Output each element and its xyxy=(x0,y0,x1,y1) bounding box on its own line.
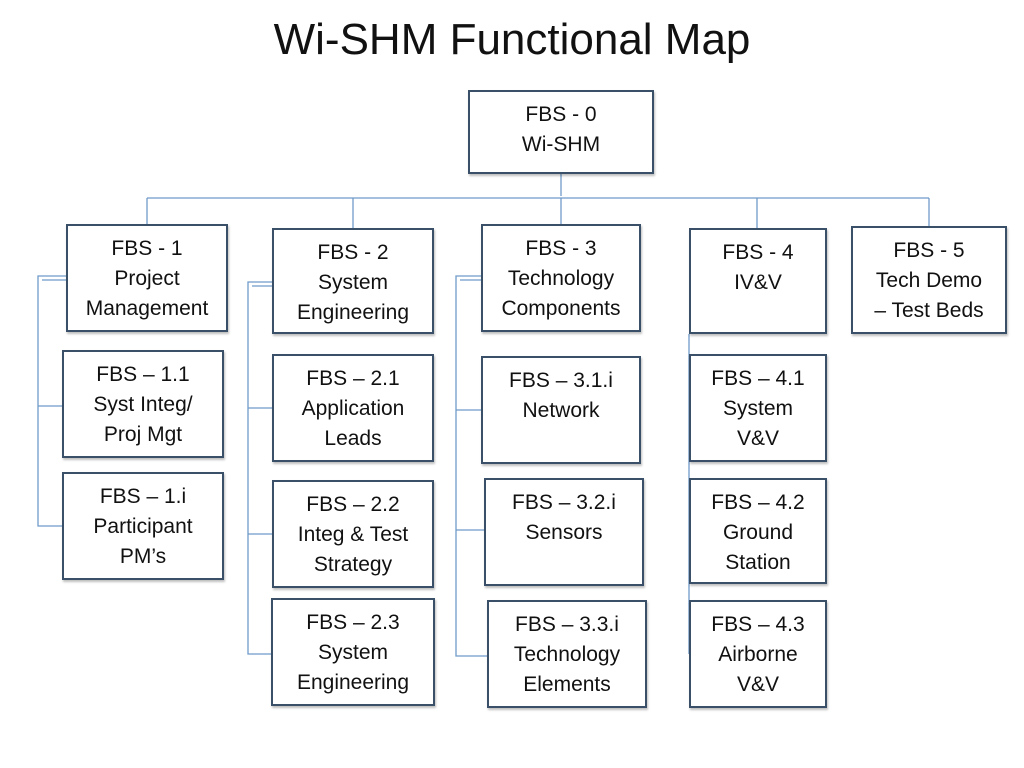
node-line: System xyxy=(722,397,793,420)
node-line: FBS - 0 xyxy=(525,103,597,126)
node-line: FBS – 2.3 xyxy=(306,611,400,634)
node-line: FBS – 3.2.i xyxy=(512,491,616,514)
node-line: Engineering xyxy=(296,671,410,694)
node-line: Leads xyxy=(324,427,382,450)
node-line: V&V xyxy=(736,673,780,696)
node-fbs-4-3-airborne-vv: FBS – 4.3 Airborne V&V xyxy=(689,600,827,708)
node-line: System xyxy=(317,271,388,294)
node-line: Integ & Test xyxy=(297,523,409,546)
node-line: Elements xyxy=(523,673,611,696)
node-fbs-3-1-network: FBS – 3.1.i Network xyxy=(481,356,641,464)
node-line: Airborne xyxy=(718,643,798,666)
node-fbs-2-2-integ-test-strategy: FBS – 2.2 Integ & Test Strategy xyxy=(272,480,434,588)
node-fbs-1-i-participant: FBS – 1.i Participant PM’s xyxy=(62,472,224,580)
node-fbs-1-1-syst-integ: FBS – 1.1 Syst Integ/ Proj Mgt xyxy=(62,350,224,458)
node-line: FBS – 4.1 xyxy=(711,367,805,390)
node-line: FBS – 3.1.i xyxy=(509,369,613,392)
node-line: FBS – 4.3 xyxy=(711,613,805,636)
node-line: Wi-SHM xyxy=(521,133,601,156)
node-fbs-3-3-technology-elements: FBS – 3.3.i Technology Elements xyxy=(487,600,647,708)
node-line: Participant xyxy=(93,515,193,538)
node-line: Network xyxy=(522,399,600,422)
node-line: V&V xyxy=(736,427,780,450)
node-line: FBS – 2.2 xyxy=(306,493,400,516)
node-line: PM’s xyxy=(119,545,167,568)
node-line: Components xyxy=(501,297,621,320)
node-line: FBS – 4.2 xyxy=(711,491,805,514)
node-fbs-2-1-application-leads: FBS – 2.1 Application Leads xyxy=(272,354,434,462)
node-fbs-3-2-sensors: FBS – 3.2.i Sensors xyxy=(484,478,644,586)
node-line: FBS - 1 xyxy=(111,237,183,260)
node-line: FBS – 3.3.i xyxy=(515,613,619,636)
node-line: FBS - 2 xyxy=(317,241,389,264)
node-fbs-2-3-system-engineering: FBS – 2.3 System Engineering xyxy=(271,598,435,706)
node-line: FBS - 5 xyxy=(893,239,965,262)
node-fbs-4-2-ground-station: FBS – 4.2 Ground Station xyxy=(689,478,827,584)
node-line: – Test Beds xyxy=(874,299,984,322)
node-line: Tech Demo xyxy=(875,269,983,292)
node-line: Sensors xyxy=(525,521,603,544)
node-line: Strategy xyxy=(313,553,393,576)
node-line: Engineering xyxy=(296,301,410,324)
node-line: FBS – 1.i xyxy=(99,485,187,508)
node-line: FBS – 1.1 xyxy=(96,363,190,386)
node-line: Technology xyxy=(513,643,621,666)
node-line: Station xyxy=(725,551,791,574)
node-line: Proj Mgt xyxy=(103,423,183,446)
page-title: Wi-SHM Functional Map xyxy=(273,15,751,64)
node-line: FBS - 4 xyxy=(722,241,794,264)
node-line: Project xyxy=(114,267,180,290)
node-line: FBS – 2.1 xyxy=(306,367,400,390)
node-fbs-2-system-engineering: FBS - 2 System Engineering xyxy=(272,228,434,334)
node-line: Technology xyxy=(507,267,615,290)
node-line: FBS - 3 xyxy=(525,237,597,260)
node-line: System xyxy=(317,641,388,664)
node-line: Ground xyxy=(722,521,794,544)
node-line: IV&V xyxy=(734,271,782,294)
node-fbs-5-tech-demo-test-beds: FBS - 5 Tech Demo – Test Beds xyxy=(851,226,1007,334)
node-fbs-4-1-system-vv: FBS – 4.1 System V&V xyxy=(689,354,827,462)
node-fbs-4-ivv: FBS - 4 IV&V xyxy=(689,228,827,334)
node-fbs-1-project-management: FBS - 1 Project Management xyxy=(66,224,228,332)
node-fbs-0-wi-shm: FBS - 0 Wi-SHM xyxy=(468,90,654,174)
node-fbs-3-technology-components: FBS - 3 Technology Components xyxy=(481,224,641,332)
node-line: Application xyxy=(301,397,405,420)
node-line: Syst Integ/ xyxy=(93,393,193,416)
node-line: Management xyxy=(85,297,209,320)
